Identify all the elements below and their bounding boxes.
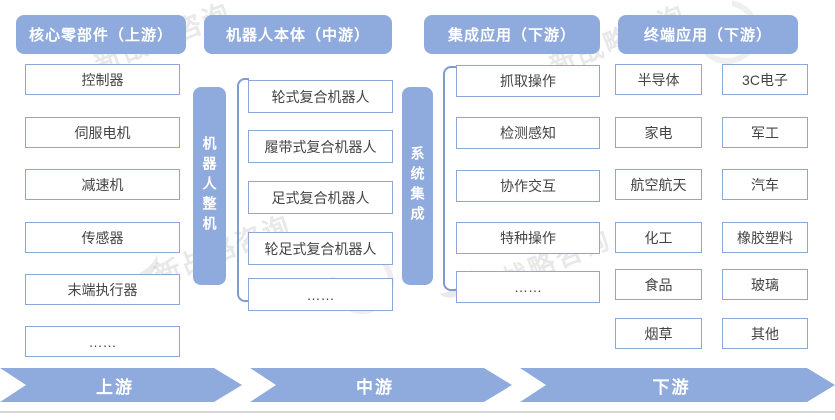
terminal-item: 家电	[615, 117, 702, 148]
terminal-item: 军工	[722, 117, 808, 148]
midstream-item: ……	[248, 278, 393, 311]
midstream-item: 轮足式复合机器人	[248, 232, 393, 265]
upstream-item: 传感器	[25, 222, 180, 253]
terminal-item: 其他	[722, 318, 808, 349]
integration-item: 特种操作	[456, 222, 600, 254]
terminal-item: 化工	[615, 222, 702, 253]
upstream-item: 减速机	[25, 169, 180, 200]
flow-arrow-label: 下游	[652, 377, 691, 397]
terminal-item: 玻璃	[722, 269, 808, 300]
upstream-item: ……	[25, 326, 180, 357]
terminal-item: 汽车	[722, 169, 808, 200]
header-core-components: 核心零部件（上游）	[16, 15, 186, 54]
vertical-bar-system-integration: 系统集成	[402, 87, 433, 285]
terminal-item: 食品	[615, 269, 702, 300]
midstream-item: 履带式复合机器人	[248, 130, 393, 163]
flow-arrow-upstream: 上游	[0, 368, 242, 402]
header-robot-body: 机器人本体（中游）	[204, 15, 392, 54]
integration-item: 检测感知	[456, 117, 600, 149]
integration-item: ……	[456, 271, 600, 303]
integration-item: 抓取操作	[456, 65, 600, 97]
terminal-item: 烟草	[615, 318, 702, 349]
flow-arrow-downstream: 下游	[520, 368, 835, 402]
bottom-divider	[0, 411, 835, 413]
header-terminal-app: 终端应用（下游）	[618, 15, 798, 54]
terminal-item: 3C电子	[722, 64, 808, 95]
vertical-bar-robot-machine: 机器人整机	[193, 87, 226, 285]
integration-item: 协作交互	[456, 170, 600, 202]
upstream-item: 伺服电机	[25, 117, 180, 148]
terminal-item: 橡胶塑料	[722, 222, 808, 253]
flow-arrow-label: 中游	[356, 377, 394, 397]
flow-arrow-midstream: 中游	[250, 368, 512, 402]
bracket-integration	[443, 66, 456, 291]
midstream-item: 轮式复合机器人	[248, 80, 393, 113]
terminal-item: 航空航天	[615, 169, 702, 200]
upstream-item: 末端执行器	[25, 274, 180, 305]
upstream-item: 控制器	[25, 64, 180, 95]
bracket-midstream	[237, 78, 249, 302]
flow-arrow-label: 上游	[96, 377, 134, 397]
terminal-item: 半导体	[615, 64, 702, 95]
header-integrated-app: 集成应用（下游）	[424, 15, 600, 54]
midstream-item: 足式复合机器人	[248, 181, 393, 214]
